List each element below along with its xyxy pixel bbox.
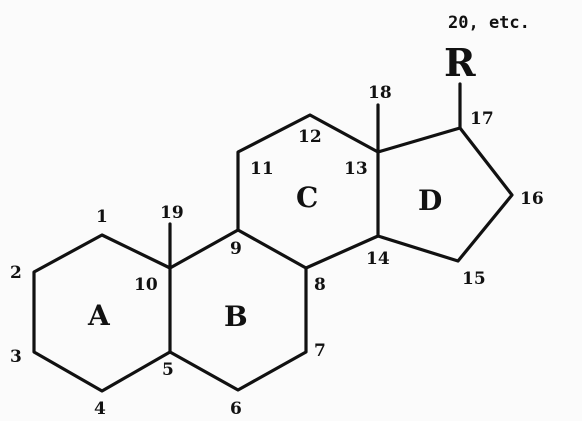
ring-label-c: C bbox=[296, 181, 318, 214]
carbon-label-12: 12 bbox=[298, 127, 322, 147]
ring-b-outline bbox=[168, 228, 308, 392]
carbon-label-16: 16 bbox=[520, 189, 544, 209]
ring-c-outline bbox=[236, 113, 380, 270]
carbon-label-1: 1 bbox=[96, 207, 108, 227]
carbon-label-2: 2 bbox=[10, 263, 22, 283]
carbon-label-4: 4 bbox=[94, 399, 106, 419]
ring-label-a: A bbox=[87, 299, 111, 332]
ring-c-bonds bbox=[236, 113, 380, 270]
carbon-label-14: 14 bbox=[366, 249, 390, 269]
ring-a-outline bbox=[32, 233, 172, 393]
ring-label-b: B bbox=[224, 300, 248, 333]
carbon-label-5: 5 bbox=[162, 360, 174, 380]
carbon-label-11: 11 bbox=[250, 159, 274, 179]
carbon-label-8: 8 bbox=[314, 275, 326, 295]
carbon-label-3: 3 bbox=[10, 347, 22, 367]
carbon-label-17: 17 bbox=[470, 109, 494, 129]
carbon-label-9: 9 bbox=[230, 239, 242, 259]
ring-a-bonds bbox=[32, 233, 172, 393]
carbon-label-13: 13 bbox=[344, 159, 368, 179]
side-chain-label: R bbox=[444, 40, 476, 85]
ring-b-bonds bbox=[168, 228, 308, 392]
side-chain-note: 20, etc. bbox=[448, 13, 530, 33]
carbon-label-19: 19 bbox=[160, 203, 184, 223]
carbon-label-7: 7 bbox=[314, 341, 326, 361]
carbon-label-15: 15 bbox=[462, 269, 486, 289]
carbon-label-6: 6 bbox=[230, 399, 242, 419]
ring-label-d: D bbox=[418, 184, 442, 217]
ring-d-bonds bbox=[376, 126, 514, 263]
carbon-label-18: 18 bbox=[368, 83, 392, 103]
carbon-label-10: 10 bbox=[134, 275, 158, 295]
ring-d-outline bbox=[376, 126, 514, 263]
